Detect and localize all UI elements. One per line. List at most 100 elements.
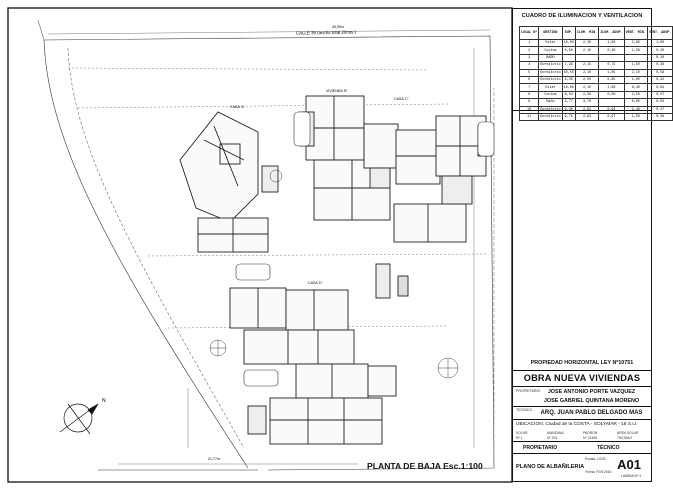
- table-cell: 2,60: [623, 38, 648, 48]
- table-cell: 8,45: [561, 75, 576, 85]
- table-header-cell: DESTINO: [538, 26, 563, 40]
- propietario-name-2: JOSE GABRIEL QUINTANA MORENO: [543, 398, 640, 404]
- table-cell: 2,10: [574, 68, 600, 77]
- tecnico-section: TECNICO ARQ. JUAN PABLO DELGADO MAS: [513, 407, 651, 420]
- house-block-e: [247, 363, 397, 445]
- table-cell: 11: [518, 112, 540, 122]
- obra-title: OBRA NUEVA VIVIENDAS: [523, 373, 641, 383]
- table-cell: Cocina: [538, 90, 563, 100]
- table-cell: 0,94: [646, 83, 673, 92]
- plano-name: PLANO DE ALBAÑILERIA: [516, 464, 585, 470]
- solar-value: Nº 1: [516, 436, 523, 440]
- table-cell: [623, 53, 648, 63]
- padron-value: Nº 21308: [583, 436, 598, 440]
- table-cell: 5: [518, 68, 540, 77]
- table-cell: 0,47: [646, 90, 673, 100]
- table-cell: 2,30: [574, 38, 600, 48]
- table-header-cell: VENT. ADOP.: [646, 26, 673, 40]
- table-cell: 0,58: [646, 68, 673, 77]
- table-cell: 1,60: [623, 75, 648, 85]
- parked-cars: [235, 111, 495, 387]
- lamina-text: LAMINA Nº 3: [621, 474, 641, 478]
- tecnico-name: ARQ. JUAN PABLO DELGADO MAS: [540, 410, 643, 416]
- house-block-b: [299, 95, 399, 221]
- street-label: CALLE 39 (ancho total 20mts.): [296, 29, 357, 35]
- table-cell: 3,77: [561, 98, 576, 107]
- table-cell: 2,40: [623, 105, 648, 114]
- table-cell: 1,60: [646, 38, 673, 48]
- table-cell: 0,97: [598, 112, 625, 122]
- table-cell: 0,46: [598, 46, 625, 55]
- table-cell: 9,40: [561, 105, 576, 114]
- signature-header: PROPIETARIO TÉCNICO: [513, 442, 651, 454]
- table-cell: 2,50: [574, 75, 600, 85]
- table-cell: 2,10: [574, 83, 600, 92]
- fecha-text: Fecha: FEB 2016: [585, 470, 612, 474]
- lot-dimension-bottom: 21,77m: [208, 457, 220, 461]
- table-cell: 1,50: [623, 61, 648, 70]
- table-cell: 2,36: [574, 90, 600, 100]
- table-cell: 2,10: [574, 46, 600, 55]
- lighting-ventilation-section: CUADRO DE ILUMINACION Y VENTILACION LOCA…: [513, 9, 673, 122]
- sheet-code: A01: [617, 457, 641, 472]
- table-cell: 8: [518, 90, 540, 100]
- table-cell: 3,76: [574, 98, 600, 107]
- table-cell: 4: [518, 61, 540, 70]
- table-cell: 2,15: [574, 61, 600, 70]
- table-cell: 0,73: [598, 61, 625, 70]
- propiedad-section: PROPIEDAD HORIZONTAL LEY Nº10751: [513, 358, 651, 371]
- area-value: 760,92m2: [617, 436, 633, 440]
- table-header-cell: VENT. MIN.: [623, 26, 648, 40]
- propietario-section: PROPIETARIO JOSE ANTONIO PORTE VAZQUEZ J…: [513, 387, 651, 407]
- table-cell: Dormitorio: [538, 61, 563, 70]
- table-cell: 0,80: [598, 90, 625, 100]
- table-cell: [598, 53, 625, 63]
- table-cell: 2,10: [623, 68, 648, 77]
- table-cell: 0,47: [646, 105, 673, 114]
- table-cell: 0,03: [646, 98, 673, 107]
- padron-label: PADRON: [583, 431, 598, 435]
- table-cell: Estar: [538, 38, 563, 48]
- table-header-cell: LOCAL Nº: [518, 26, 540, 40]
- ubicacion-text: UBICACION: Ciudad de la COSTA - SOLYMAR …: [516, 422, 638, 427]
- table-cell: 1,05: [598, 68, 625, 77]
- escala-text: Escala: 1/100: [585, 457, 606, 461]
- propietario-name-1: JOSE ANTONIO PORTE VAZQUEZ: [547, 389, 636, 395]
- north-arrow-icon: [59, 403, 99, 435]
- table-cell: Baño: [538, 98, 563, 107]
- sheet-title: PLANTA DE BAJA Esc.1:100: [367, 461, 483, 471]
- table-cell: 2,50: [623, 90, 648, 100]
- house-block-d: [229, 263, 409, 365]
- table-cell: 1,50: [623, 112, 648, 122]
- lot-boundary: [37, 19, 495, 471]
- table-cell: 1,30: [623, 46, 648, 55]
- table-cell: Dormitorio: [538, 112, 563, 122]
- table-cell: [574, 53, 600, 63]
- unit-label-d: CASA 'D': [308, 281, 323, 285]
- cuadro-title: CUADRO DE ILUMINACION Y VENTILACION: [521, 13, 643, 19]
- solar-label: SOLAR: [516, 431, 528, 435]
- table-header-cell: SUP.: [561, 26, 576, 40]
- table-cell: 1: [518, 38, 540, 48]
- table-cell: Cocina: [538, 46, 563, 55]
- title-block: CUADRO DE ILUMINACION Y VENTILACION LOCA…: [512, 8, 673, 482]
- plano-section: PLANO DE ALBAÑILERIA Escala: 1/100 Fecha…: [513, 454, 651, 481]
- table-cell: 1,80: [598, 38, 625, 48]
- table-cell: 10,55: [561, 68, 576, 77]
- table-cell: 0,40: [646, 46, 673, 55]
- table-cell: 0,38: [646, 61, 673, 70]
- table-header-cell: ILUM. ADOP.: [598, 26, 625, 40]
- col-propietario: PROPIETARIO: [523, 445, 558, 451]
- garden-trees: [209, 169, 459, 379]
- manzana-value: Nº 203: [547, 436, 558, 440]
